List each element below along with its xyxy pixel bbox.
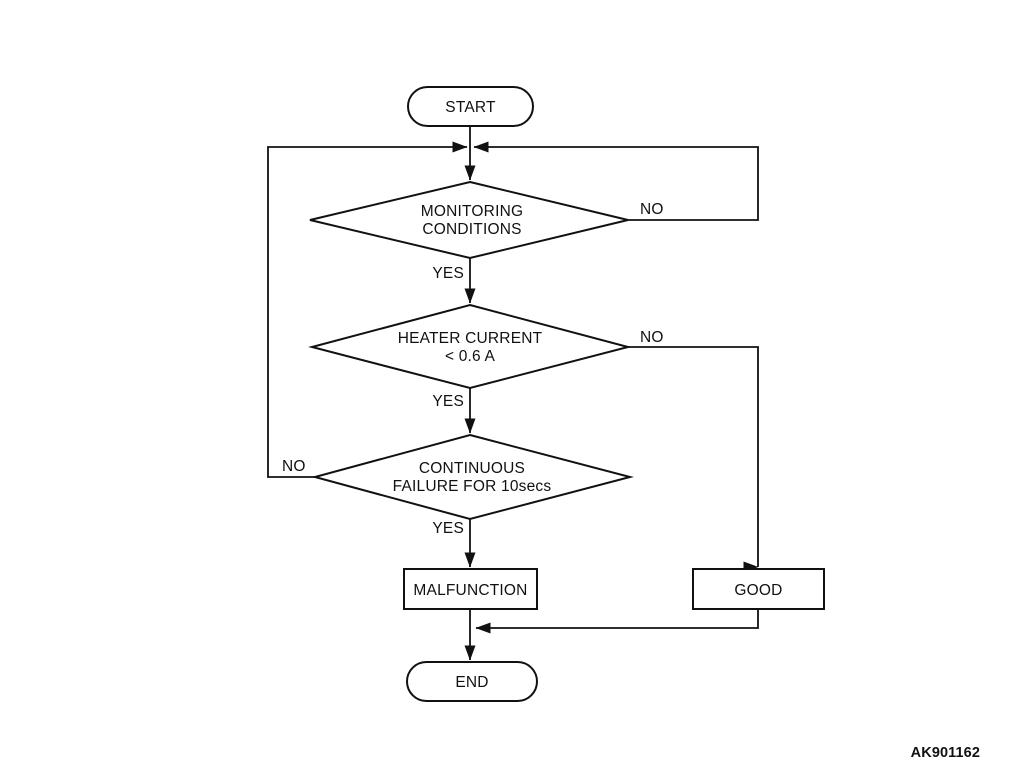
- monitoring-decision-shape: [309, 180, 629, 260]
- node-end: END: [406, 661, 538, 702]
- node-start: START: [407, 86, 534, 127]
- good-label: GOOD: [734, 582, 782, 599]
- edge-good-to-merge: [475, 609, 759, 634]
- node-malfunction: MALFUNCTION: [403, 568, 538, 610]
- monitoring-label-line2: CONDITIONS: [422, 221, 521, 238]
- edge-monitoring-no-loopback: [473, 141, 759, 221]
- monitoring-no-label: NO: [640, 201, 664, 218]
- heater-label-line2: < 0.6 A: [445, 348, 496, 365]
- start-terminator-shape: [407, 86, 534, 127]
- monitoring-label-line1: MONITORING: [421, 203, 523, 220]
- continuous-label-line1: CONTINUOUS: [419, 460, 525, 477]
- node-good: GOOD: [692, 568, 825, 610]
- heater-decision-shape: [308, 303, 632, 390]
- start-label: START: [445, 99, 496, 116]
- node-monitoring-conditions: MONITORING CONDITIONS: [309, 180, 629, 260]
- node-heater-current: HEATER CURRENT < 0.6 A: [308, 303, 632, 390]
- edge-heater-no-to-good: [628, 346, 764, 568]
- figure-code: AK901162: [911, 745, 980, 761]
- heater-yes-label: YES: [432, 393, 464, 410]
- end-terminator-shape: [406, 661, 538, 702]
- malfunction-process-shape: [403, 568, 538, 610]
- monitoring-yes-label: YES: [432, 265, 464, 282]
- continuous-yes-label: YES: [432, 520, 464, 537]
- end-label: END: [455, 674, 488, 691]
- continuous-decision-shape: [311, 433, 634, 521]
- heater-no-label: NO: [640, 329, 664, 346]
- node-continuous-failure: CONTINUOUS FAILURE FOR 10secs: [311, 433, 634, 521]
- edge-continuous-no-loopback: [267, 141, 468, 478]
- malfunction-label: MALFUNCTION: [413, 582, 527, 599]
- good-process-shape: [692, 568, 825, 610]
- heater-label-line1: HEATER CURRENT: [398, 330, 543, 347]
- continuous-no-label: NO: [282, 458, 306, 475]
- continuous-label-line2: FAILURE FOR 10secs: [393, 478, 552, 495]
